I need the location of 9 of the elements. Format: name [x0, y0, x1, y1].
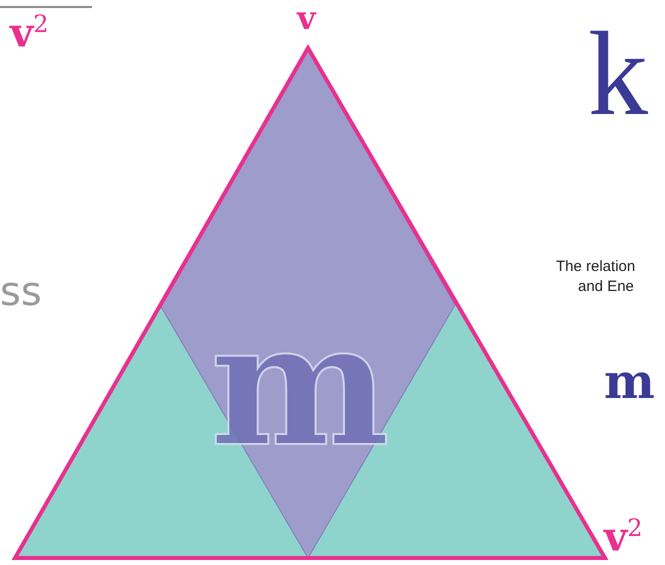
description-text: and Ene	[578, 279, 634, 294]
variable-label: v$^{2}$	[10, 12, 49, 54]
description-text: The relation	[556, 259, 636, 274]
word-fragment: ss	[0, 272, 42, 312]
mass-symbol: m	[210, 300, 390, 470]
variable-label: v$^{2}$	[604, 516, 643, 558]
variable-label: v	[297, 2, 316, 34]
formula-text: m	[604, 358, 655, 406]
letter-label: k	[588, 14, 648, 134]
